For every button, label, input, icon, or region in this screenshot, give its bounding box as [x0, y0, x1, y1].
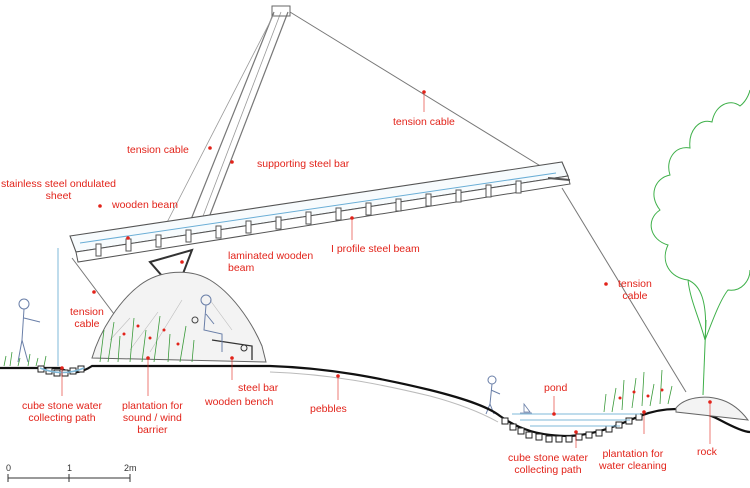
label-wooden-beam: wooden beam: [112, 199, 178, 211]
label-i-profile-steel-beam: I profile steel beam: [331, 243, 420, 255]
label-plantation-sound: plantation for sound / wind barrier: [122, 400, 183, 436]
plantation-water-red-flowers: [618, 388, 664, 400]
label-plantation-sound-line2: sound / wind: [122, 412, 182, 424]
pond-water: [512, 413, 640, 427]
label-cube-path-right: cube stone water collecting path: [508, 452, 588, 476]
tension-cable-left-line: [159, 13, 275, 237]
label-tension-cable-low: tension cable: [70, 306, 104, 330]
label-tension-low-line1: tension: [70, 306, 104, 318]
label-tension-cable-left: tension cable: [127, 144, 189, 156]
tree-outline: [650, 89, 750, 341]
central-rock: [91, 271, 267, 363]
label-rock: rock: [697, 446, 717, 458]
leader-lines: [61, 92, 711, 448]
label-stainless-sheet-line1: stainless steel ondulated: [1, 178, 116, 190]
tree-trunk: [702, 319, 707, 396]
rock-detail-icon: [191, 316, 199, 324]
plantation-red-flowers: [122, 324, 180, 346]
label-plantation-sound-line3: barrier: [137, 424, 168, 436]
label-tension-cable-right: tension cable: [618, 278, 652, 302]
label-stainless-sheet-line2: sheet: [45, 190, 72, 202]
scale-tick-2m: 2m: [124, 463, 137, 473]
label-laminated-line1: laminated wooden: [228, 250, 314, 262]
label-stainless-sheet: stainless steel ondulated sheet: [1, 178, 116, 202]
label-plantation-sound-line1: plantation for: [122, 400, 183, 412]
grass-left: [3, 351, 47, 367]
label-cube-right-line2: collecting path: [514, 464, 582, 476]
tension-cable-right-line: [561, 187, 687, 393]
label-tension-low-line2: cable: [74, 318, 100, 330]
person-bench: [200, 294, 223, 352]
supporting-steel-bar-left: [185, 11, 275, 233]
scale-tick-0: 0: [6, 463, 12, 473]
supporting-steel-bar-mid: [199, 11, 282, 225]
tension-cable-low-line: [71, 257, 121, 323]
rock-hatching: [109, 299, 233, 353]
label-plantation-water-line2: water cleaning: [599, 460, 667, 472]
right-rock: [675, 396, 750, 421]
label-cube-right-line1: cube stone water: [508, 452, 588, 464]
label-tension-right-line1: tension: [618, 278, 652, 290]
label-wooden-bench: wooden bench: [205, 396, 274, 408]
bench-wheel-icon: [240, 344, 248, 352]
tension-cable-top: [289, 11, 561, 179]
label-tension-right-line2: cable: [622, 290, 648, 302]
label-cube-left-line1: cube stone water: [22, 400, 102, 412]
scale-bar: [7, 474, 131, 482]
label-laminated-line2: beam: [228, 262, 255, 274]
roof-sheet-blue-line: [79, 172, 557, 244]
ground-line: [0, 364, 750, 438]
label-plantation-water-line1: plantation for: [602, 448, 664, 460]
supporting-steel-bar-right: [207, 11, 289, 221]
pebbles-texture: [269, 371, 499, 423]
label-laminated-wooden-beam: laminated wooden beam: [228, 250, 313, 274]
label-steel-bar: steel bar: [238, 382, 279, 394]
scale-tick-1: 1: [67, 463, 73, 473]
label-supporting-steel-bar: supporting steel bar: [257, 158, 350, 170]
cube-stones-right: [501, 413, 643, 443]
label-cube-left-line2: collecting path: [28, 412, 96, 424]
label-plantation-water: plantation for water cleaning: [599, 448, 667, 472]
label-pebbles: pebbles: [310, 403, 347, 415]
wooden-bench: [211, 339, 253, 360]
person-left: [17, 298, 41, 363]
wooden-beam-ribs: [95, 180, 522, 257]
water-left: [39, 367, 85, 374]
roof-tip-right: [547, 177, 571, 181]
leader-dots: [60, 90, 712, 434]
label-pond: pond: [544, 382, 568, 394]
label-tension-cable-top: tension cable: [393, 116, 455, 128]
i-profile-steel-beam: [75, 175, 571, 263]
mast-top-cap: [271, 5, 291, 17]
label-cube-path-left: cube stone water collecting path: [22, 400, 102, 424]
plantation-sound-barrier: [99, 315, 195, 363]
sailboat-icon: [520, 402, 532, 414]
